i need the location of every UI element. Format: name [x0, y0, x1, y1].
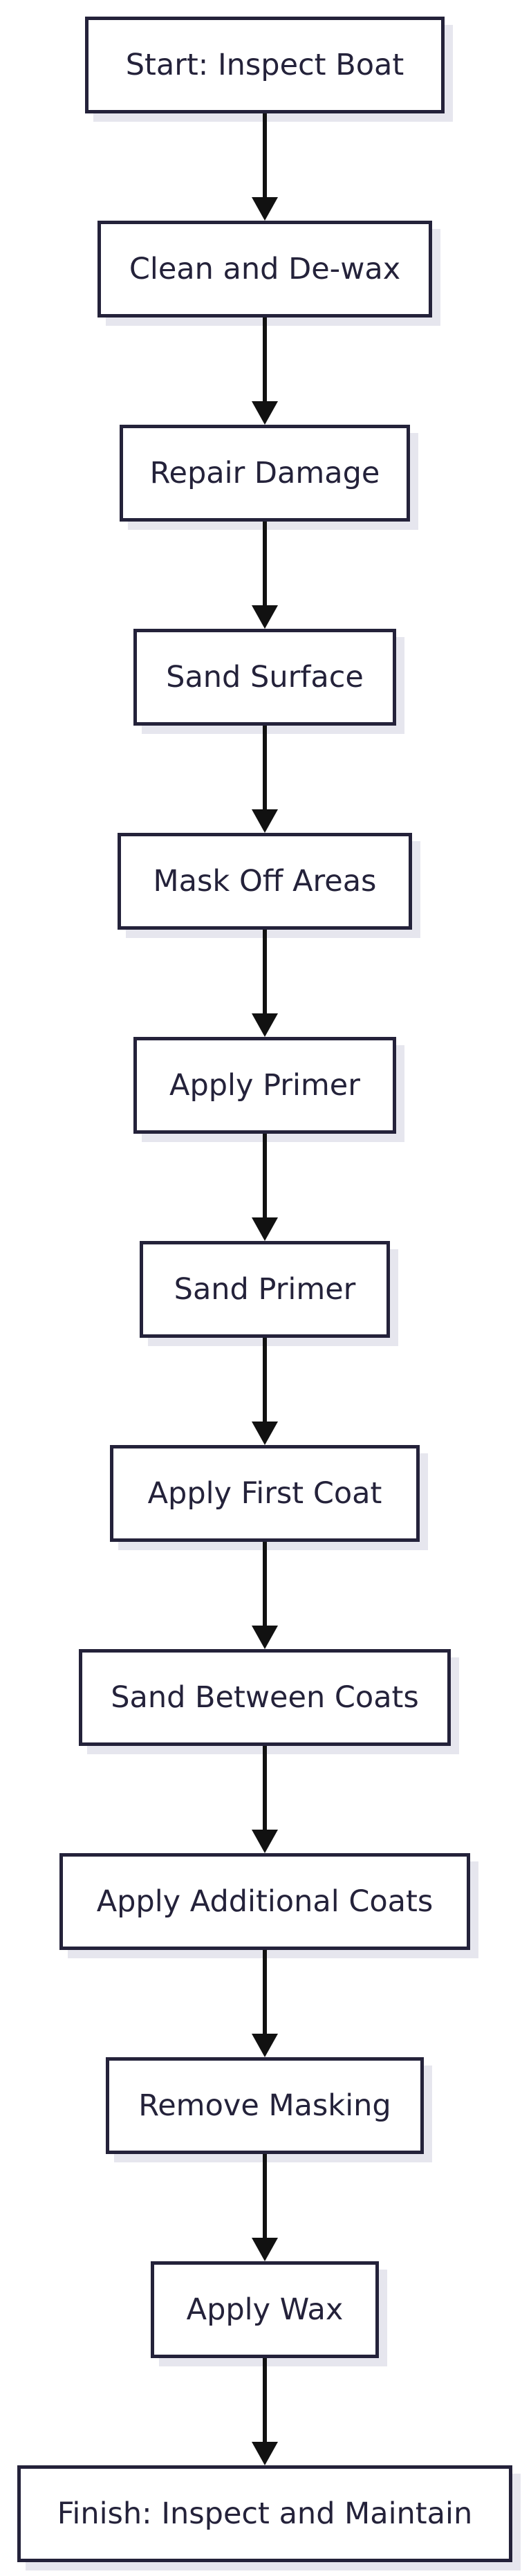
arrow-line-3	[263, 522, 267, 607]
arrow-head-12	[252, 2442, 278, 2465]
step-sand-surface: Sand Surface	[133, 629, 396, 726]
arrow-head-3	[252, 605, 278, 629]
step-sand-between-coats: Sand Between Coats	[79, 1649, 451, 1746]
arrow-line-1	[263, 113, 267, 199]
arrow-head-4	[252, 809, 278, 833]
arrow-line-12	[263, 2358, 267, 2443]
arrow-head-2	[252, 401, 278, 425]
arrow-head-11	[252, 2238, 278, 2261]
step-sand-primer: Sand Primer	[140, 1241, 390, 1338]
arrow-head-9	[252, 1830, 278, 1853]
arrow-line-9	[263, 1746, 267, 1831]
arrow-line-5	[263, 930, 267, 1015]
step-remove-masking: Remove Masking	[106, 2057, 424, 2154]
step-repair-damage: Repair Damage	[120, 425, 410, 522]
arrow-head-8	[252, 1626, 278, 1649]
step-apply-wax: Apply Wax	[151, 2261, 379, 2358]
step-mask-off-areas: Mask Off Areas	[118, 833, 412, 930]
step-clean-and-de-wax: Clean and De-wax	[97, 221, 432, 318]
arrow-line-2	[263, 318, 267, 403]
arrow-line-10	[263, 1950, 267, 2035]
arrow-line-4	[263, 726, 267, 811]
arrow-head-10	[252, 2034, 278, 2057]
arrow-line-8	[263, 1542, 267, 1627]
step-finish-inspect-and-maintain: Finish: Inspect and Maintain	[17, 2465, 512, 2562]
arrow-head-6	[252, 1217, 278, 1241]
step-start-inspect-boat: Start: Inspect Boat	[85, 17, 445, 113]
arrow-line-11	[263, 2154, 267, 2239]
step-apply-first-coat: Apply First Coat	[110, 1445, 420, 1542]
step-apply-primer: Apply Primer	[133, 1037, 396, 1134]
arrow-line-6	[263, 1134, 267, 1219]
arrow-head-7	[252, 1422, 278, 1445]
arrow-head-1	[252, 197, 278, 221]
step-apply-additional-coats: Apply Additional Coats	[59, 1853, 470, 1950]
arrow-line-7	[263, 1338, 267, 1423]
arrow-head-5	[252, 1013, 278, 1037]
